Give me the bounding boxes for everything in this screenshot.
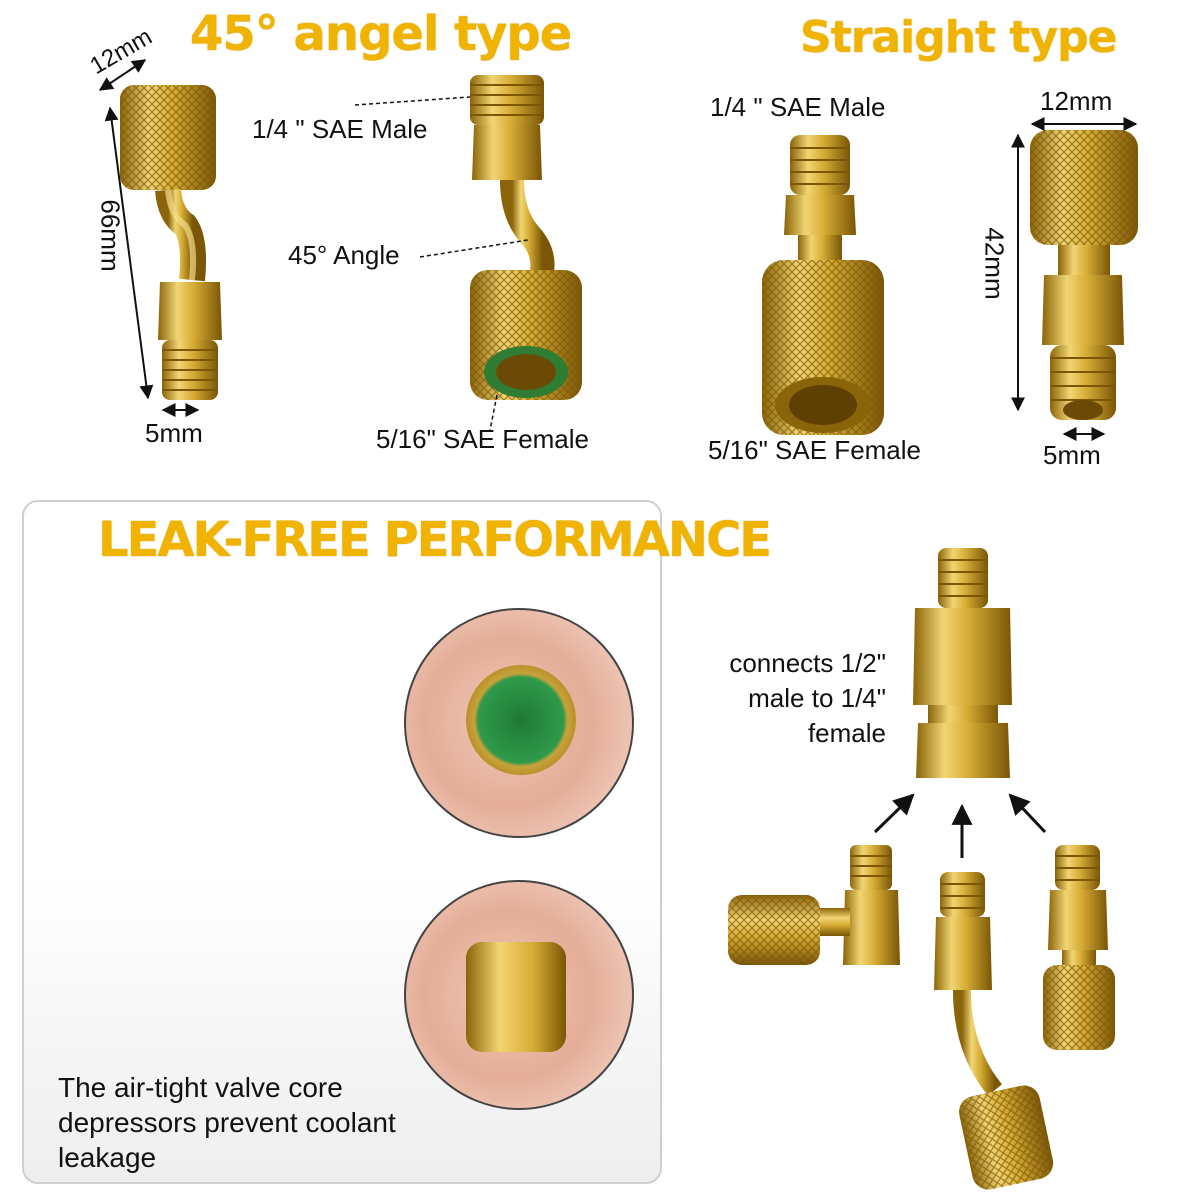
angle-leader-line [419,239,529,258]
angle-type-title: 45° angel type [190,6,572,62]
straight-female-label: 5/16" SAE Female [708,435,922,465]
straight-adapter-small [1043,845,1115,1050]
male-leader-line [354,96,471,106]
straight-width-label: 12mm [1040,86,1113,116]
adapter-coupler [913,548,1012,778]
angle-length-label: 66mm [95,199,126,272]
connect-caption: connects 1/2" male to 1/4" female [729,648,886,748]
angle-adapter-small [934,872,1054,1190]
straight-fitting-front [762,135,884,435]
elbow-adapter [728,845,900,965]
angle-fitting-dimensioned [120,85,222,400]
straight-fitting-dimensioned [1030,130,1138,420]
arrow-right [1008,793,1047,834]
arrow-left [873,793,915,834]
photo-circle-depressor [404,880,634,1110]
width-dimension-line [98,59,147,91]
straight-type-title: Straight type [800,12,1117,63]
angle-bore-label: 5mm [145,418,203,448]
straight-male-label: 1/4 " SAE Male [710,92,886,122]
photo-circle-valve-core [404,608,634,838]
angle-female-label: 5/16" SAE Female [376,424,590,454]
straight-bore-label: 5mm [1043,440,1101,470]
leak-free-title: LEAK-FREE PERFORMANCE [98,512,772,568]
length-dimension-line [104,106,154,400]
leak-free-caption: The air-tight valve core depressors prev… [58,1072,396,1173]
angle-fitting-labelled [470,75,582,400]
straight-length-label: 42mm [979,227,1010,300]
angle-angle-label: 45° Angle [288,240,400,270]
female-leader-line [489,394,498,431]
angle-male-label: 1/4 " SAE Male [252,114,428,144]
